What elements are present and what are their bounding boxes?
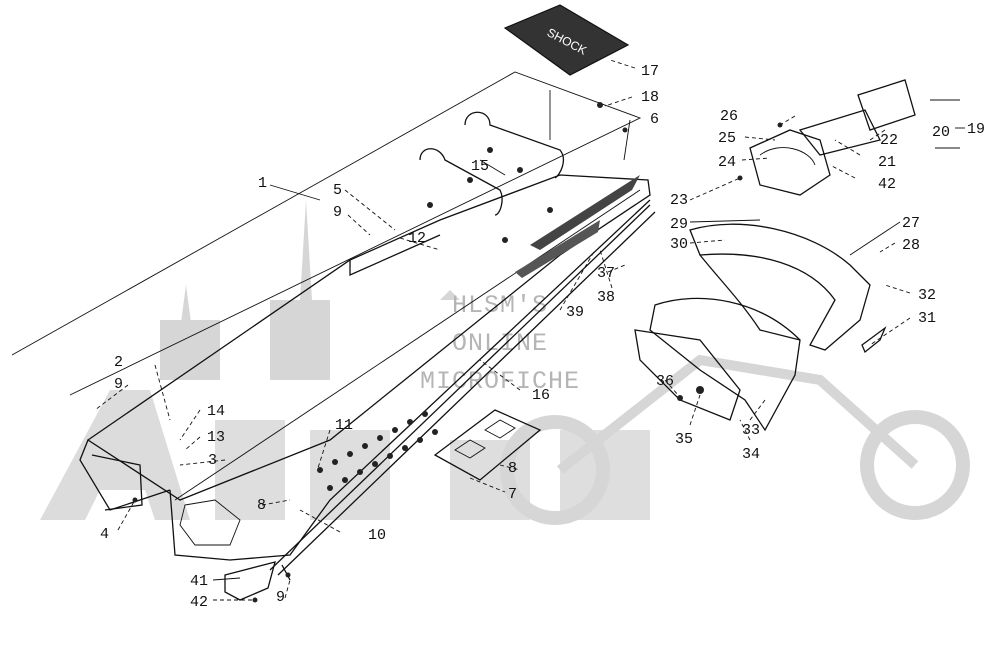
callout-31: 31 xyxy=(918,310,936,327)
callout-16: 16 xyxy=(532,387,550,404)
tunnel-holes xyxy=(317,147,553,491)
callout-13: 13 xyxy=(207,429,225,446)
callouts: 1 2 3 4 5 6 7 8 8 9 9 9 10 11 12 13 14 1… xyxy=(100,63,985,611)
watermark-graphics xyxy=(40,200,650,520)
tail-lens xyxy=(798,79,916,156)
callout-5: 5 xyxy=(333,182,342,199)
reflector xyxy=(861,326,887,354)
callout-15: 15 xyxy=(471,158,489,175)
snow-flap xyxy=(224,561,276,601)
callout-3: 3 xyxy=(208,452,217,469)
callout-6: 6 xyxy=(650,111,659,128)
callout-12: 12 xyxy=(408,230,426,247)
callout-30: 30 xyxy=(670,236,688,253)
callout-29: 29 xyxy=(670,216,688,233)
callout-2: 2 xyxy=(114,354,123,371)
foot-plate xyxy=(433,409,542,481)
callout-1: 1 xyxy=(258,175,267,192)
callout-22: 22 xyxy=(880,132,898,149)
callout-7: 7 xyxy=(508,486,517,503)
callout-25: 25 xyxy=(718,130,736,147)
callout-36: 36 xyxy=(656,373,674,390)
callout-37: 37 xyxy=(597,265,615,282)
rear-bumper xyxy=(689,223,871,351)
callout-38: 38 xyxy=(597,289,615,306)
callout-41: 41 xyxy=(190,573,208,590)
callout-9c: 9 xyxy=(276,589,285,606)
callout-4: 4 xyxy=(100,526,109,543)
callout-20: 20 xyxy=(932,124,950,141)
callout-27: 27 xyxy=(902,215,920,232)
callout-21: 21 xyxy=(878,154,896,171)
callout-33: 33 xyxy=(742,422,760,439)
leader-lines xyxy=(94,59,965,601)
callout-34: 34 xyxy=(742,446,760,463)
callout-32: 32 xyxy=(918,287,936,304)
callout-26: 26 xyxy=(720,108,738,125)
callout-11: 11 xyxy=(335,417,353,434)
callout-19: 19 xyxy=(967,121,985,138)
callout-42b: 42 xyxy=(878,176,896,193)
callout-9b: 9 xyxy=(114,376,123,393)
callout-35: 35 xyxy=(675,431,693,448)
watermark-line-1: HLSM'S xyxy=(452,291,548,320)
watermark-line-3: MICROFICHE xyxy=(420,367,580,396)
callout-9a: 9 xyxy=(333,204,342,221)
callout-10: 10 xyxy=(368,527,386,544)
decal-plate: SHOCK xyxy=(503,4,630,76)
grab-handles xyxy=(419,111,564,216)
hardware xyxy=(132,102,783,603)
callout-23: 23 xyxy=(670,192,688,209)
callout-14: 14 xyxy=(207,403,225,420)
callout-8b: 8 xyxy=(257,497,266,514)
callout-8a: 8 xyxy=(508,460,517,477)
seat-cover xyxy=(11,71,642,396)
callout-39: 39 xyxy=(566,304,584,321)
callout-42a: 42 xyxy=(190,594,208,611)
callout-17: 17 xyxy=(641,63,659,80)
callout-18: 18 xyxy=(641,89,659,106)
watermark-line-2: ONLINE xyxy=(452,329,548,358)
tunnel-body xyxy=(79,174,656,581)
watermark-wheels xyxy=(500,354,970,525)
side-decal xyxy=(515,175,640,278)
rear-fender xyxy=(634,297,801,432)
callout-24: 24 xyxy=(718,154,736,171)
tail-light-housing xyxy=(749,129,831,196)
callout-28: 28 xyxy=(902,237,920,254)
